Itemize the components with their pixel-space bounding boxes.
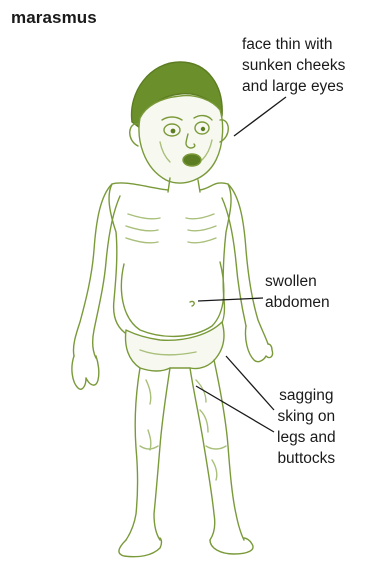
mouth bbox=[183, 154, 201, 166]
skin-label-line: legs and bbox=[277, 427, 336, 448]
face-pointer-line bbox=[234, 97, 286, 136]
right-leg bbox=[190, 368, 215, 540]
right-foot bbox=[210, 538, 253, 554]
face-label-line: and large eyes bbox=[242, 76, 345, 97]
left-hand bbox=[72, 356, 99, 389]
head bbox=[139, 96, 223, 183]
abdomen-label: swollen abdomen bbox=[265, 271, 330, 313]
right-hand bbox=[245, 326, 272, 362]
swollen-belly bbox=[121, 262, 223, 336]
left-leg bbox=[126, 368, 140, 540]
skin-label-line: sking on bbox=[277, 406, 336, 427]
face-label-line: sunken cheeks bbox=[242, 55, 345, 76]
left-ear bbox=[130, 124, 138, 146]
face-label-line: face thin with bbox=[242, 34, 345, 55]
face-label: face thin with sunken cheeks and large e… bbox=[242, 34, 345, 97]
skin-label-line: sagging bbox=[277, 385, 336, 406]
left-foot bbox=[119, 538, 162, 557]
left-arm bbox=[73, 184, 112, 356]
right-arm bbox=[228, 184, 268, 344]
abdomen-label-line: swollen bbox=[265, 271, 330, 292]
abdomen-label-line: abdomen bbox=[265, 292, 330, 313]
torso bbox=[109, 183, 231, 342]
skin-label-line: buttocks bbox=[277, 448, 336, 469]
skin-label: sagging sking on legs and buttocks bbox=[277, 385, 336, 469]
skin-pointer-line-upper bbox=[226, 356, 274, 410]
